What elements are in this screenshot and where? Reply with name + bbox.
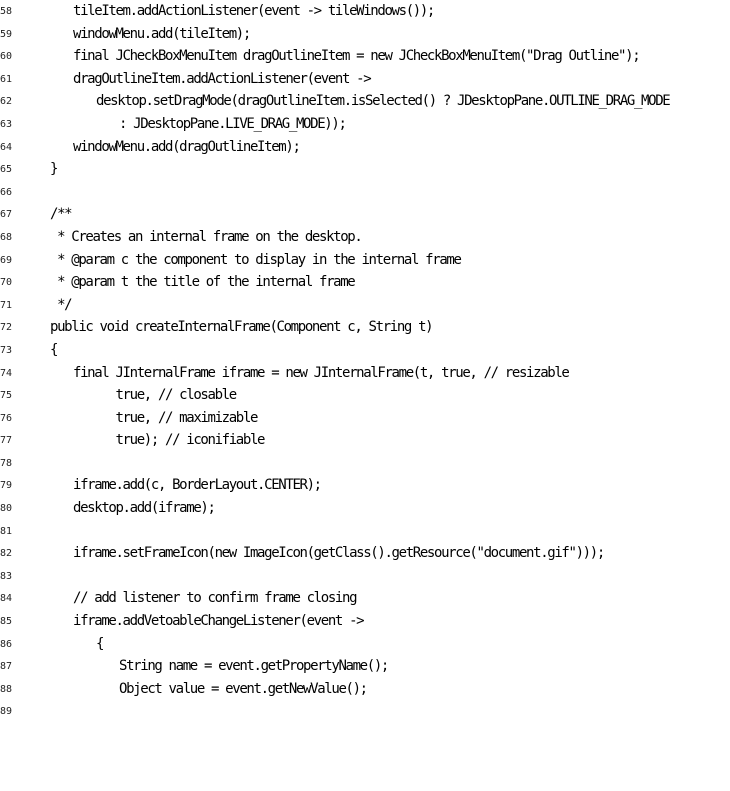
code-line: 78 [0,452,730,475]
code-listing: 58 tileItem.addActionListener(event -> t… [0,0,730,723]
line-code: true); // iconifiable [73,432,265,449]
line-number: 76 [0,412,13,424]
line-code: String name = event.getPropertyName(); [119,658,389,675]
line-number: 84 [0,593,13,605]
code-line: 72 public void createInternalFrame(Compo… [0,316,730,339]
code-line: 84 // add listener to confirm frame clos… [0,587,730,610]
line-number: 81 [0,525,13,537]
line-number: 68 [0,231,13,243]
line-code: // add listener to confirm frame closing [73,590,358,607]
line-code: /** [50,206,73,223]
line-code: windowMenu.add(tileItem); [73,25,251,42]
code-line: 86 { [0,633,730,656]
line-number: 67 [0,209,13,221]
line-code: Object value = event.getNewValue(); [119,680,368,697]
code-line: 62 desktop.setDragMode(dragOutlineItem.i… [0,90,730,113]
line-code: dragOutlineItem.addActionListener(event … [73,70,372,87]
code-line: 82 iframe.setFrameIcon(new ImageIcon(get… [0,542,730,565]
line-number: 83 [0,570,13,582]
code-line: 81 [0,520,730,543]
line-code: final JInternalFrame iframe = new JInter… [73,364,570,381]
code-line: 71 */ [0,294,730,317]
line-code: tileItem.addActionListener(event -> tile… [73,3,435,19]
line-number: 62 [0,96,13,108]
line-code: * @param t the title of the internal fra… [50,274,356,291]
code-line: 61 dragOutlineItem.addActionListener(eve… [0,68,730,91]
code-line: 58 tileItem.addActionListener(event -> t… [0,0,730,23]
line-code: final JCheckBoxMenuItem dragOutlineItem … [73,48,641,65]
line-number: 80 [0,503,13,515]
code-line: 75 true, // closable [0,384,730,407]
code-line: 60 final JCheckBoxMenuItem dragOutlineIt… [0,45,730,68]
line-number: 65 [0,164,13,176]
code-line: 77 true); // iconifiable [0,429,730,452]
code-line: 88 Object value = event.getNewValue(); [0,678,730,701]
line-number: 78 [0,457,13,469]
line-number: 77 [0,435,13,447]
code-line: 89 [0,700,730,723]
code-line: 66 [0,181,730,204]
line-number: 71 [0,299,13,311]
code-line: 69 * @param c the component to display i… [0,249,730,272]
code-line: 67 /** [0,203,730,226]
code-line: 59 windowMenu.add(tileItem); [0,23,730,46]
line-code: true, // maximizable [73,409,258,426]
code-line: 64 windowMenu.add(dragOutlineItem); [0,136,730,159]
code-line: 68 * Creates an internal frame on the de… [0,226,730,249]
code-line: 79 iframe.add(c, BorderLayout.CENTER); [0,474,730,497]
line-code: * @param c the component to display in t… [50,251,462,268]
code-line: 85 iframe.addVetoableChangeListener(even… [0,610,730,633]
line-code: desktop.setDragMode(dragOutlineItem.isSe… [96,93,671,110]
line-code: * Creates an internal frame on the deskt… [50,228,363,245]
code-line: 87 String name = event.getPropertyName()… [0,655,730,678]
line-code: */ [50,296,73,313]
line-number: 59 [0,28,13,40]
line-number: 69 [0,254,13,266]
line-number: 70 [0,277,13,289]
line-code: iframe.addVetoableChangeListener(event -… [73,613,365,630]
line-code: iframe.setFrameIcon(new ImageIcon(getCla… [73,545,605,562]
line-number: 72 [0,322,13,334]
line-number: 60 [0,51,13,63]
line-number: 82 [0,548,13,560]
line-number: 58 [0,6,13,17]
line-code: iframe.add(c, BorderLayout.CENTER); [73,477,322,494]
code-line: 83 [0,565,730,588]
line-number: 87 [0,661,13,673]
line-code: desktop.add(iframe); [73,500,216,517]
line-number: 86 [0,638,13,650]
line-number: 61 [0,73,13,85]
line-code: } [50,161,58,178]
line-code: { [96,635,104,652]
line-number: 75 [0,390,13,402]
line-code: true, // closable [73,387,237,404]
code-line: 74 final JInternalFrame iframe = new JIn… [0,362,730,385]
code-line: 76 true, // maximizable [0,407,730,430]
line-number: 64 [0,141,13,153]
line-number: 66 [0,186,13,198]
line-number: 88 [0,683,13,695]
line-number: 89 [0,706,13,718]
code-line: 70 * @param t the title of the internal … [0,271,730,294]
line-number: 79 [0,480,13,492]
line-number: 73 [0,344,13,356]
line-number: 63 [0,118,13,130]
line-code: { [50,341,58,358]
code-line: 65 } [0,158,730,181]
line-code: windowMenu.add(dragOutlineItem); [73,138,301,155]
code-line: 73 { [0,339,730,362]
code-line: 80 desktop.add(iframe); [0,497,730,520]
line-code: : JDesktopPane.LIVE_DRAG_MODE)); [119,115,347,132]
line-number: 85 [0,616,13,628]
code-line: 63 : JDesktopPane.LIVE_DRAG_MODE)); [0,113,730,136]
line-code: public void createInternalFrame(Componen… [50,319,434,336]
line-number: 74 [0,367,13,379]
